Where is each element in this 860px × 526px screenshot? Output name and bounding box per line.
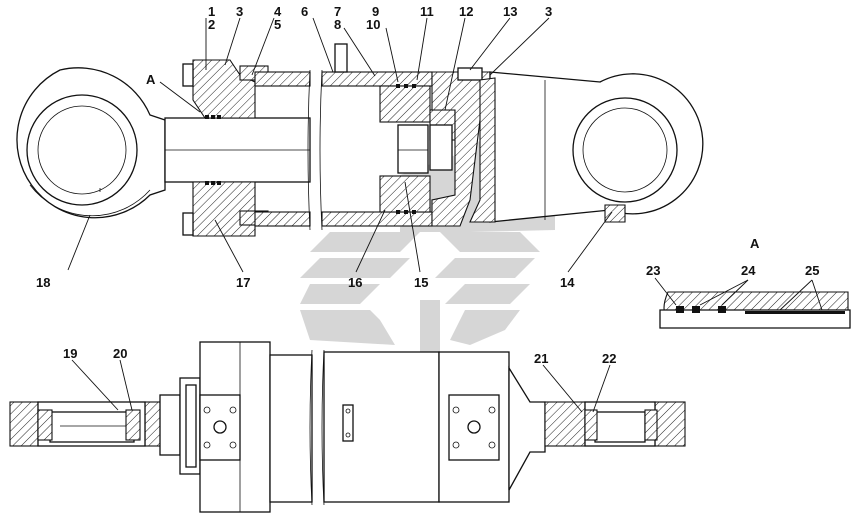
label-21: 21 (534, 351, 548, 366)
detail-title-a: A (750, 236, 760, 251)
label-17: 17 (236, 275, 250, 290)
label-23: 23 (646, 263, 660, 278)
rod-seals (205, 115, 221, 185)
label-25: 25 (805, 263, 819, 278)
label-18: 18 (36, 275, 50, 290)
label-14: 14 (560, 275, 575, 290)
section-view (16, 43, 704, 237)
label-11: 11 (420, 4, 434, 19)
label-22: 22 (602, 351, 616, 366)
label-19: 19 (63, 346, 77, 361)
label-9: 9 (372, 4, 379, 19)
detail-view-a (654, 277, 851, 329)
leader-lines (67, 17, 613, 273)
label-8: 8 (334, 17, 341, 32)
label-15: 15 (414, 275, 428, 290)
label-7: 7 (334, 4, 341, 19)
label-13: 13 (503, 4, 517, 19)
label-6: 6 (301, 4, 308, 19)
label-4: 4 (274, 4, 282, 19)
label-2: 2 (208, 17, 215, 32)
label-1: 1 (208, 4, 215, 19)
label-24: 24 (741, 263, 756, 278)
label-a-section: A (146, 72, 156, 87)
label-3-top-left: 3 (236, 4, 243, 19)
label-10: 10 (366, 17, 380, 32)
label-20: 20 (113, 346, 127, 361)
callout-labels: 1 2 3 4 5 6 7 8 9 10 11 12 13 3 A 18 17 … (36, 4, 819, 366)
label-5: 5 (274, 17, 281, 32)
label-3-top-right: 3 (545, 4, 552, 19)
label-12: 12 (459, 4, 473, 19)
leader-lines-bottom (71, 359, 611, 413)
external-view (9, 341, 686, 513)
label-16: 16 (348, 275, 362, 290)
